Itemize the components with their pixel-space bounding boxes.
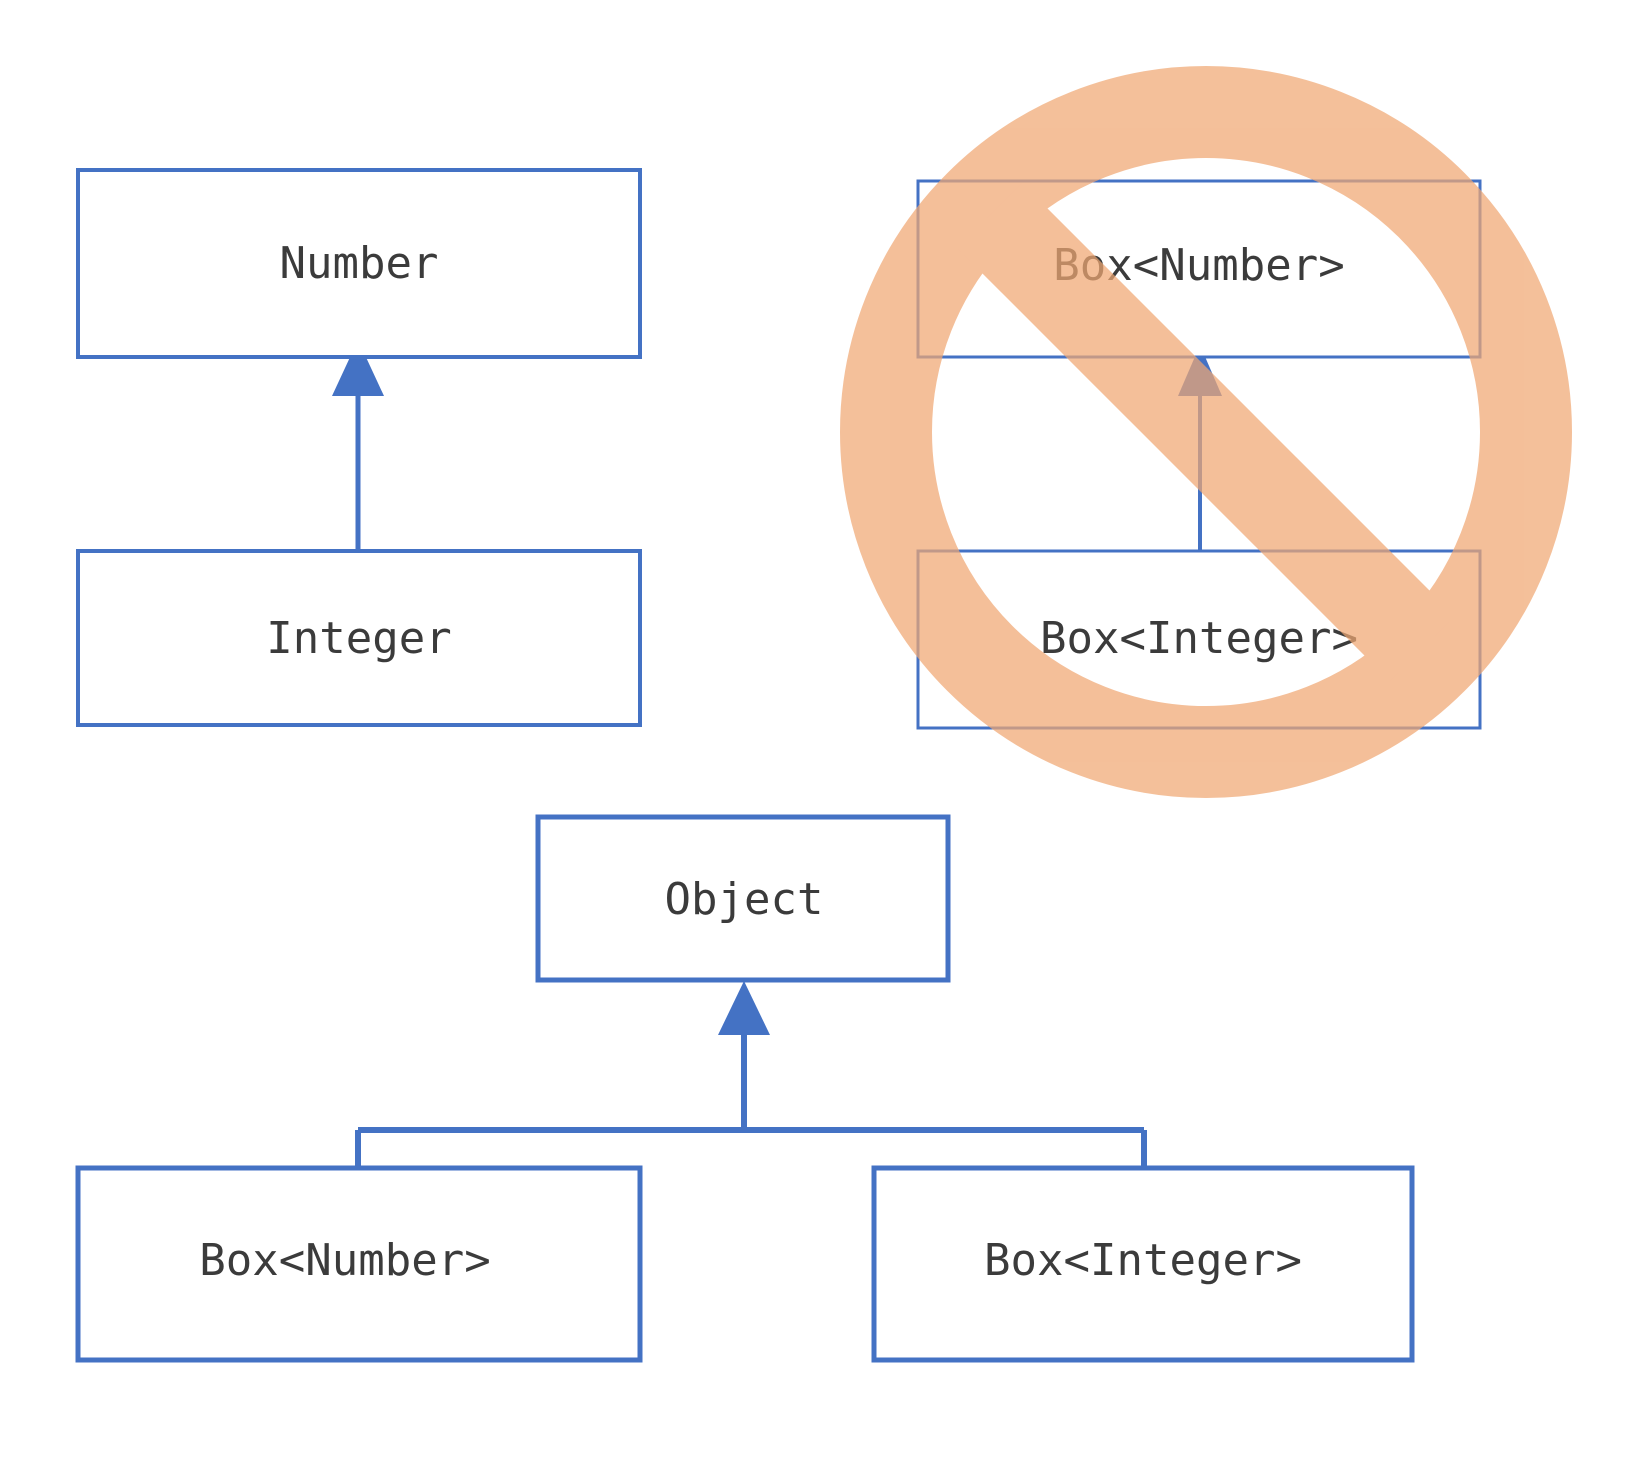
class-box-rect[interactable]	[76, 168, 642, 359]
class-box-rect[interactable]	[75, 1165, 643, 1363]
class-box-rect[interactable]	[871, 1165, 1415, 1363]
group-valid-type-hierarchy: Number Integer	[76, 168, 642, 727]
edge-integer-extends-number	[332, 340, 384, 551]
class-box-label: Integer	[266, 613, 451, 664]
class-box-rect[interactable]	[76, 549, 642, 727]
class-box-box-number-invalid[interactable]: Box<Number>	[916, 179, 1482, 359]
class-box-label: Box<Integer>	[984, 1235, 1302, 1286]
class-box-box-integer-invalid[interactable]: Box<Integer>	[916, 549, 1482, 730]
class-box-label: Box<Number>	[1053, 240, 1344, 291]
arrowhead-icon	[718, 981, 770, 1035]
class-box-rect[interactable]	[535, 814, 951, 983]
class-box-label: Object	[665, 874, 824, 925]
class-box-label: Box<Integer>	[1040, 613, 1358, 664]
class-box-label: Box<Number>	[199, 1235, 490, 1286]
arrowhead-icon	[332, 340, 384, 396]
edge-box-integer-extends-box-number	[1178, 345, 1222, 551]
class-box-object[interactable]: Object	[535, 814, 951, 983]
class-box-number[interactable]: Number	[76, 168, 642, 359]
class-box-box-integer[interactable]: Box<Integer>	[871, 1165, 1415, 1363]
class-box-integer[interactable]: Integer	[76, 549, 642, 727]
edge-boxes-extend-object	[355, 981, 1147, 1168]
group-object-hierarchy: Object Box<Number> Box<Integer>	[75, 814, 1415, 1363]
class-box-label: Number	[280, 238, 439, 289]
group-invalid-generic-hierarchy: Box<Number> Box<Integer>	[840, 66, 1572, 798]
class-box-box-number[interactable]: Box<Number>	[75, 1165, 643, 1363]
